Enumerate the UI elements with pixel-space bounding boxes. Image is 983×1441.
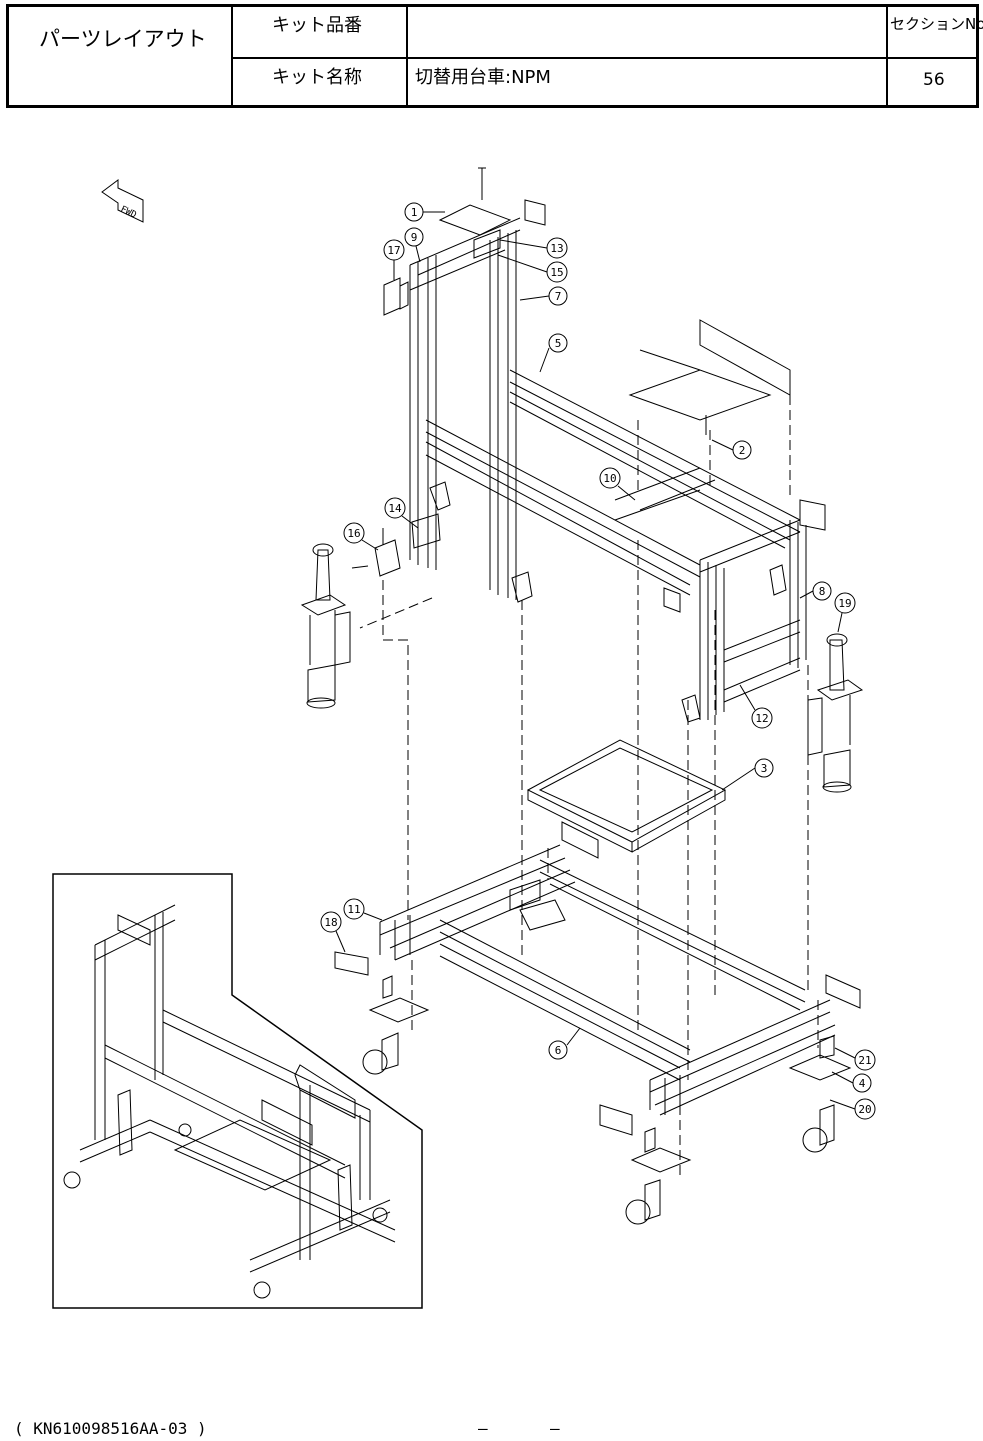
- base-frame: [335, 822, 860, 1135]
- part-callout-4: 4: [832, 1072, 871, 1092]
- part-callout-19: 19: [835, 593, 855, 632]
- svg-text:14: 14: [388, 502, 402, 515]
- svg-text:2: 2: [739, 444, 746, 457]
- part-callout-10: 10: [600, 468, 635, 500]
- part-callout-14: 14: [385, 498, 418, 528]
- svg-text:15: 15: [550, 266, 563, 279]
- svg-text:4: 4: [859, 1077, 866, 1090]
- page-title: パーツレイアウト: [39, 23, 207, 53]
- page-mark-left: –: [478, 1419, 488, 1438]
- page-mark-right: –: [550, 1419, 560, 1438]
- leveling-foot-left: [302, 544, 350, 708]
- leveling-foot-right: [808, 634, 862, 792]
- svg-text:7: 7: [555, 290, 562, 303]
- kit-name-value: 切替用台車:NPM: [415, 63, 551, 89]
- header-table: パーツレイアウト キット品番 キット名称 切替用台車:NPM セクションNo. …: [6, 4, 979, 108]
- kit-name-label: キット名称: [272, 63, 362, 89]
- svg-text:20: 20: [858, 1103, 871, 1116]
- caster-left: [363, 976, 428, 1074]
- svg-text:1: 1: [411, 206, 418, 219]
- part-callout-7: 7: [520, 287, 567, 305]
- caster-right: [790, 1036, 850, 1152]
- svg-text:18: 18: [324, 916, 337, 929]
- svg-text:17: 17: [387, 244, 400, 257]
- part-callout-5: 5: [540, 334, 567, 372]
- part-callout-11: 11: [344, 899, 382, 920]
- upper-frame: [352, 168, 825, 722]
- part-callout-3: 3: [722, 759, 773, 790]
- svg-text:6: 6: [555, 1044, 562, 1057]
- section-label: セクションNo.: [890, 13, 983, 34]
- fwd-arrow-icon: FWD: [102, 180, 143, 222]
- part-callout-17: 17: [384, 240, 404, 280]
- svg-text:13: 13: [550, 242, 563, 255]
- svg-text:19: 19: [838, 597, 851, 610]
- assembled-view-inset: [53, 874, 422, 1308]
- part-callout-12: 12: [740, 685, 772, 728]
- svg-text:21: 21: [858, 1054, 871, 1067]
- part-callout-9: 9: [405, 228, 423, 262]
- part-callout-16: 16: [344, 523, 378, 550]
- svg-text:16: 16: [347, 527, 360, 540]
- svg-text:10: 10: [603, 472, 616, 485]
- parts-exploded-drawing: FWD: [0, 130, 983, 1410]
- part-callout-20: 20: [830, 1099, 875, 1119]
- svg-text:12: 12: [755, 712, 768, 725]
- part-callout-13: 13: [500, 238, 567, 258]
- svg-text:11: 11: [347, 903, 360, 916]
- svg-text:8: 8: [819, 585, 826, 598]
- tray: [528, 740, 725, 852]
- part-callout-8: 8: [800, 582, 831, 600]
- svg-text:3: 3: [761, 762, 768, 775]
- section-value: 56: [923, 70, 945, 90]
- part-callout-2: 2: [712, 440, 751, 459]
- part-callout-21: 21: [835, 1048, 875, 1070]
- part-callout-18: 18: [321, 912, 345, 952]
- part-callout-1: 1: [405, 203, 445, 221]
- kit-number-label: キット品番: [272, 11, 362, 37]
- document-code: ( KN610098516AA-03 ): [14, 1419, 207, 1438]
- svg-text:5: 5: [555, 337, 562, 350]
- part-callout-6: 6: [549, 1028, 580, 1059]
- svg-text:9: 9: [411, 231, 418, 244]
